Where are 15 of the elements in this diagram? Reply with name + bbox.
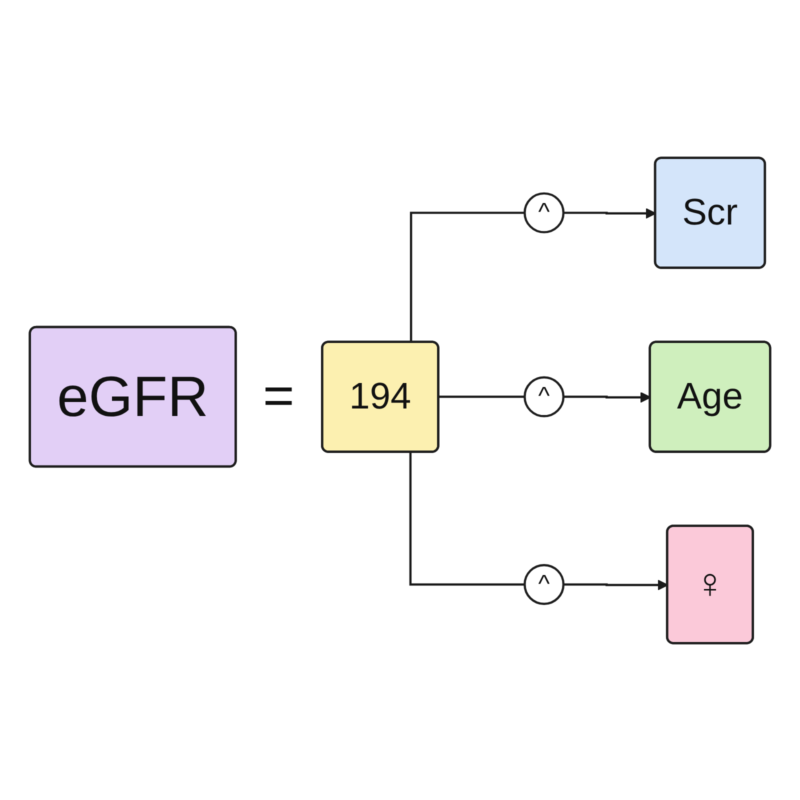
equals-sign: =	[262, 369, 294, 424]
variable-box: ♀	[666, 524, 754, 644]
connector-line	[409, 452, 525, 586]
arrow	[562, 579, 668, 590]
arrow	[562, 391, 651, 402]
result-box: eGFR	[28, 325, 237, 468]
variable-box: Scr	[654, 156, 766, 268]
arrow	[562, 207, 656, 218]
connector-line	[438, 395, 525, 398]
operator-circle: ^	[524, 376, 565, 417]
variable-box: Age	[648, 340, 772, 452]
constant-box: 194	[321, 340, 440, 452]
operator-circle: ^	[524, 563, 565, 604]
connector-line	[410, 211, 525, 342]
operator-circle: ^	[524, 192, 565, 233]
